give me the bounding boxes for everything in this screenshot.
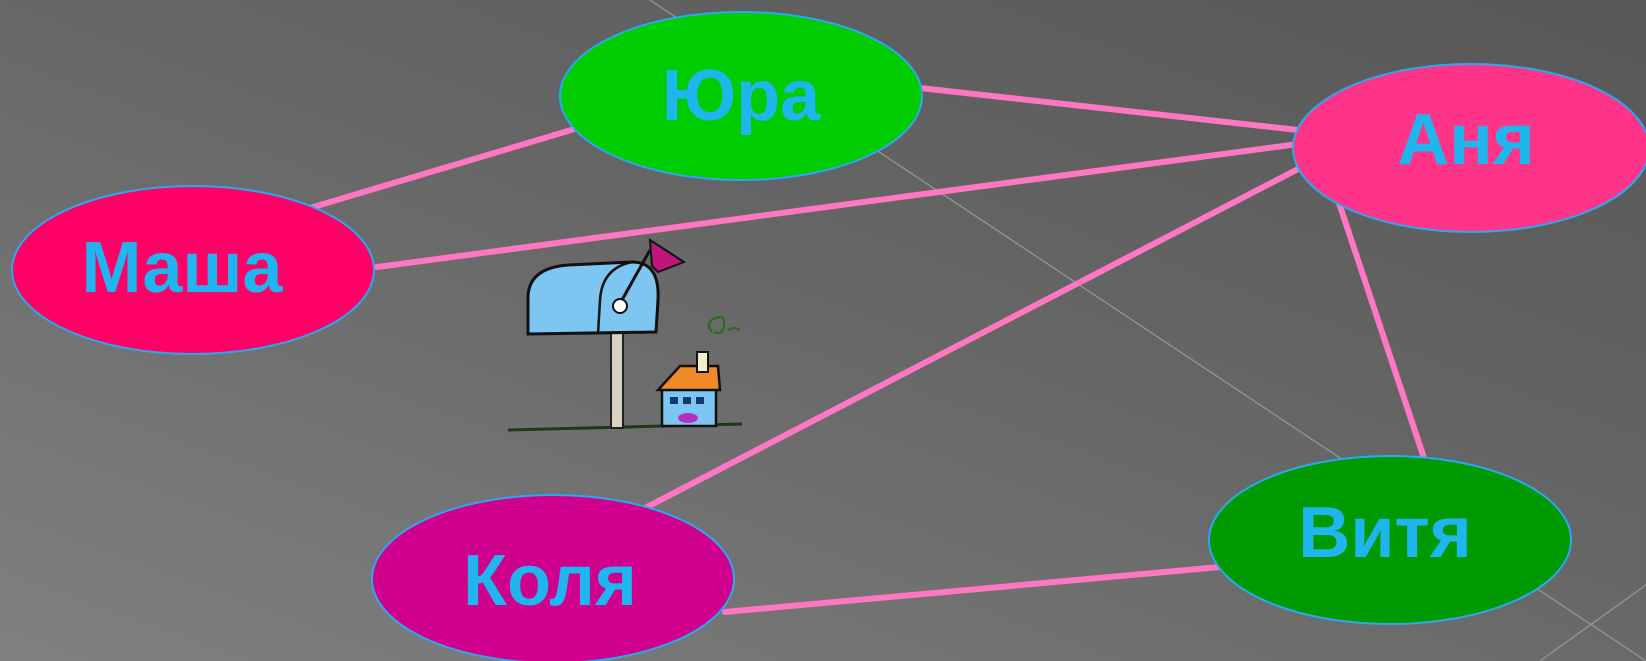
node-vitya-label: Витя <box>1298 493 1472 573</box>
node-yura: Юра <box>559 11 923 181</box>
edge-masha-yura <box>307 125 581 211</box>
node-yura-label: Юра <box>662 56 821 136</box>
node-anya-ellipse <box>1292 63 1646 233</box>
node-vitya: Витя <box>1208 455 1572 625</box>
edge-yura-anya <box>917 85 1301 133</box>
node-masha: Маша <box>11 185 375 355</box>
node-kolya-ellipse <box>371 494 735 661</box>
node-anya: Аня <box>1292 63 1646 233</box>
edge-kolya-vitya <box>722 564 1223 615</box>
edge-kolya-anya <box>642 165 1303 511</box>
mailbox-house-icon <box>507 238 743 432</box>
node-masha-label: Маша <box>82 228 284 308</box>
edge-masha-anya <box>367 141 1301 271</box>
node-masha-ellipse <box>11 185 375 355</box>
node-kolya: Коля <box>371 494 735 661</box>
edge-anya-vitya <box>1335 197 1427 461</box>
nodes-group: Юра Аня Маша Коля Витя <box>11 11 1646 661</box>
node-vitya-ellipse <box>1208 455 1572 625</box>
edges-group <box>307 85 1427 615</box>
node-anya-label: Аня <box>1397 100 1535 180</box>
node-yura-ellipse <box>559 11 923 181</box>
node-kolya-label: Коля <box>463 541 637 621</box>
